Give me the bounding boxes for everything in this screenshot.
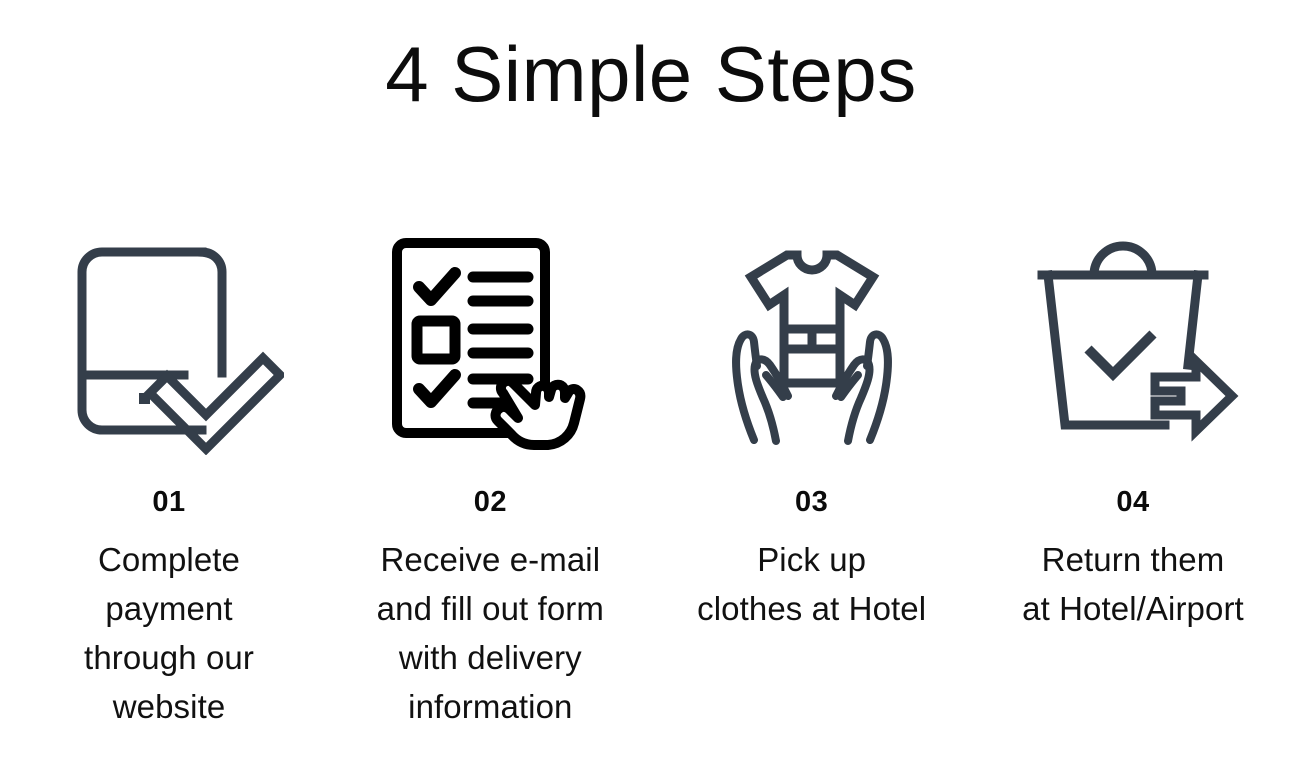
step-number: 03	[795, 486, 829, 518]
step-number: 04	[1116, 486, 1150, 518]
step-number: 02	[473, 486, 507, 518]
step-description: Complete payment through our website	[84, 541, 254, 725]
page-title: 4 Simple Steps	[385, 30, 917, 118]
step-description: Receive e-mail and fill out form with de…	[376, 541, 604, 725]
step-description: Pick up clothes at Hotel	[697, 541, 927, 627]
tablet-checkmark-icon	[49, 214, 289, 466]
step-item-04: 04 Return them at Hotel/Airport	[978, 214, 1288, 633]
shopping-bag-check-arrow-icon	[1013, 214, 1253, 466]
step-item-01: 01 Complete payment through our website	[14, 214, 324, 731]
step-item-03: 03 Pick up clothes at Hotel	[657, 214, 967, 633]
steps-row: 01 Complete payment through our website	[0, 214, 1302, 731]
checklist-form-pointer-icon	[370, 214, 610, 466]
step-description: Return them at Hotel/Airport	[1022, 541, 1244, 627]
tshirt-in-hands-icon	[692, 214, 932, 466]
step-number: 01	[152, 486, 186, 518]
step-item-02: 02 Receive e-mail and fill out form with…	[335, 214, 645, 731]
